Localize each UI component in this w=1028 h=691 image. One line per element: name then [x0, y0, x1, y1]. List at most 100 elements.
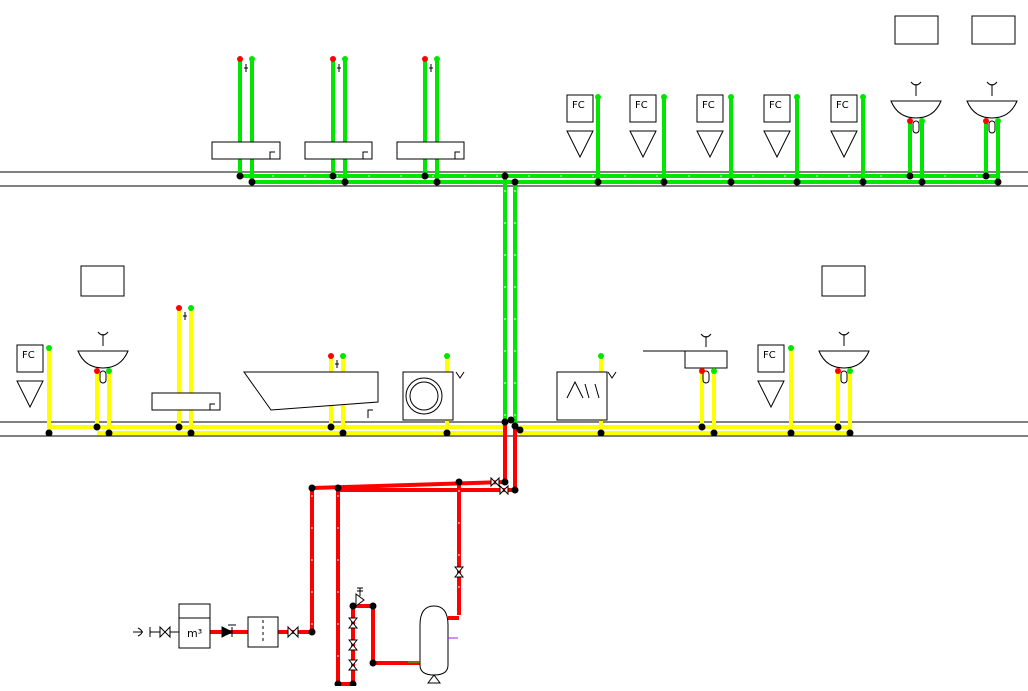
cold-outlet-dot — [860, 94, 866, 100]
flush-cistern-label: FC — [572, 100, 585, 111]
basin-lower-left — [77, 331, 129, 384]
junction-node — [334, 680, 342, 688]
lower-flush-cistern-1: FC — [16, 344, 44, 409]
shower-fixture-2 — [304, 64, 373, 160]
flush-cistern-label: FC — [22, 350, 35, 361]
cold-outlet-dot — [919, 118, 925, 124]
cold-outlet-dot — [444, 353, 450, 359]
junction-node — [594, 178, 602, 186]
junction-node — [511, 486, 519, 494]
junction-node — [248, 178, 256, 186]
meter-unit-label: m³ — [187, 627, 202, 640]
junction-node — [698, 423, 706, 431]
cold-outlet-dot — [598, 353, 604, 359]
junction-node — [93, 423, 101, 431]
water-heater-tank — [408, 605, 458, 684]
upper-flush-cistern-1: FC — [566, 94, 594, 159]
basin-lower-right — [818, 331, 870, 384]
junction-node — [834, 423, 842, 431]
junction-node — [236, 172, 244, 180]
hot-outlet-dot — [328, 353, 334, 359]
flush-cistern-label: FC — [702, 100, 715, 111]
junction-node — [349, 602, 357, 610]
junction-node — [511, 178, 519, 186]
upper-floor-piping — [238, 60, 1000, 425]
junction-node — [906, 172, 914, 180]
cold-outlet-dot — [249, 56, 255, 62]
kitchen-sink — [643, 333, 728, 384]
basin-upper-2 — [966, 81, 1018, 134]
water-meter-assembly — [133, 603, 299, 649]
window-lower — [80, 265, 866, 297]
junction-node — [105, 429, 113, 437]
junction-node — [339, 429, 347, 437]
junction-node — [433, 178, 441, 186]
junction-node — [329, 172, 337, 180]
junction-node — [308, 628, 316, 636]
junction-node — [597, 429, 605, 437]
hot-outlet-dot — [237, 56, 243, 62]
cold-outlet-dot — [794, 94, 800, 100]
cold-outlet-dot — [661, 94, 667, 100]
junction-node — [846, 429, 854, 437]
cold-outlet-dot — [434, 56, 440, 62]
cold-outlet-dot — [595, 94, 601, 100]
upper-flush-cistern-4: FC — [763, 94, 791, 159]
junction-node — [369, 602, 377, 610]
junction-node — [710, 429, 718, 437]
junction-node — [787, 429, 795, 437]
cold-outlet-dot — [728, 94, 734, 100]
junction-node — [175, 423, 183, 431]
junction-node — [994, 178, 1002, 186]
junction-node — [501, 478, 509, 486]
flush-cistern-label: FC — [635, 100, 648, 111]
flush-cistern-label: FC — [836, 100, 849, 111]
window-upper — [894, 15, 1016, 45]
shower-fixture-1 — [211, 64, 281, 160]
hot-outlet-dot — [699, 368, 705, 374]
junction-node — [45, 429, 53, 437]
cold-outlet-dot — [995, 118, 1001, 124]
cold-outlet-dot — [46, 345, 52, 351]
washing-machine — [402, 371, 465, 421]
bathtub — [243, 360, 379, 418]
upper-flush-cistern-5: FC — [830, 94, 858, 159]
junction-node — [308, 484, 316, 492]
junction-nodes — [45, 172, 1002, 688]
shower-fixture-lower — [151, 312, 221, 411]
hot-outlet-dot — [94, 368, 100, 374]
junction-node — [443, 429, 451, 437]
cold-outlet-dot — [340, 353, 346, 359]
hot-outlet-dot — [330, 56, 336, 62]
junction-node — [455, 478, 463, 486]
basin-upper-1 — [890, 81, 942, 134]
junction-node — [187, 429, 195, 437]
cold-outlet-dot — [342, 56, 348, 62]
junction-node — [982, 172, 990, 180]
cold-outlet-dot — [106, 368, 112, 374]
junction-node — [327, 423, 335, 431]
flush-cistern-label: FC — [763, 350, 776, 361]
junction-node — [793, 178, 801, 186]
junction-node — [660, 178, 668, 186]
upper-flush-cistern-3: FC — [696, 94, 724, 159]
upper-flush-cistern-2: FC — [629, 94, 657, 159]
junction-node — [918, 178, 926, 186]
junction-node — [516, 426, 524, 434]
flush-cistern-label: FC — [769, 100, 782, 111]
cold-outlet-dot — [788, 345, 794, 351]
junction-node — [507, 416, 515, 424]
dishwasher — [556, 371, 617, 421]
outlet-dots — [46, 56, 1001, 374]
hot-outlet-dot — [983, 118, 989, 124]
junction-node — [341, 178, 349, 186]
junction-node — [421, 172, 429, 180]
junction-node — [727, 178, 735, 186]
lower-flush-cistern-2: FC — [757, 344, 785, 409]
junction-node — [859, 178, 867, 186]
junction-node — [334, 484, 342, 492]
junction-node — [501, 172, 509, 180]
junction-node — [349, 680, 357, 688]
